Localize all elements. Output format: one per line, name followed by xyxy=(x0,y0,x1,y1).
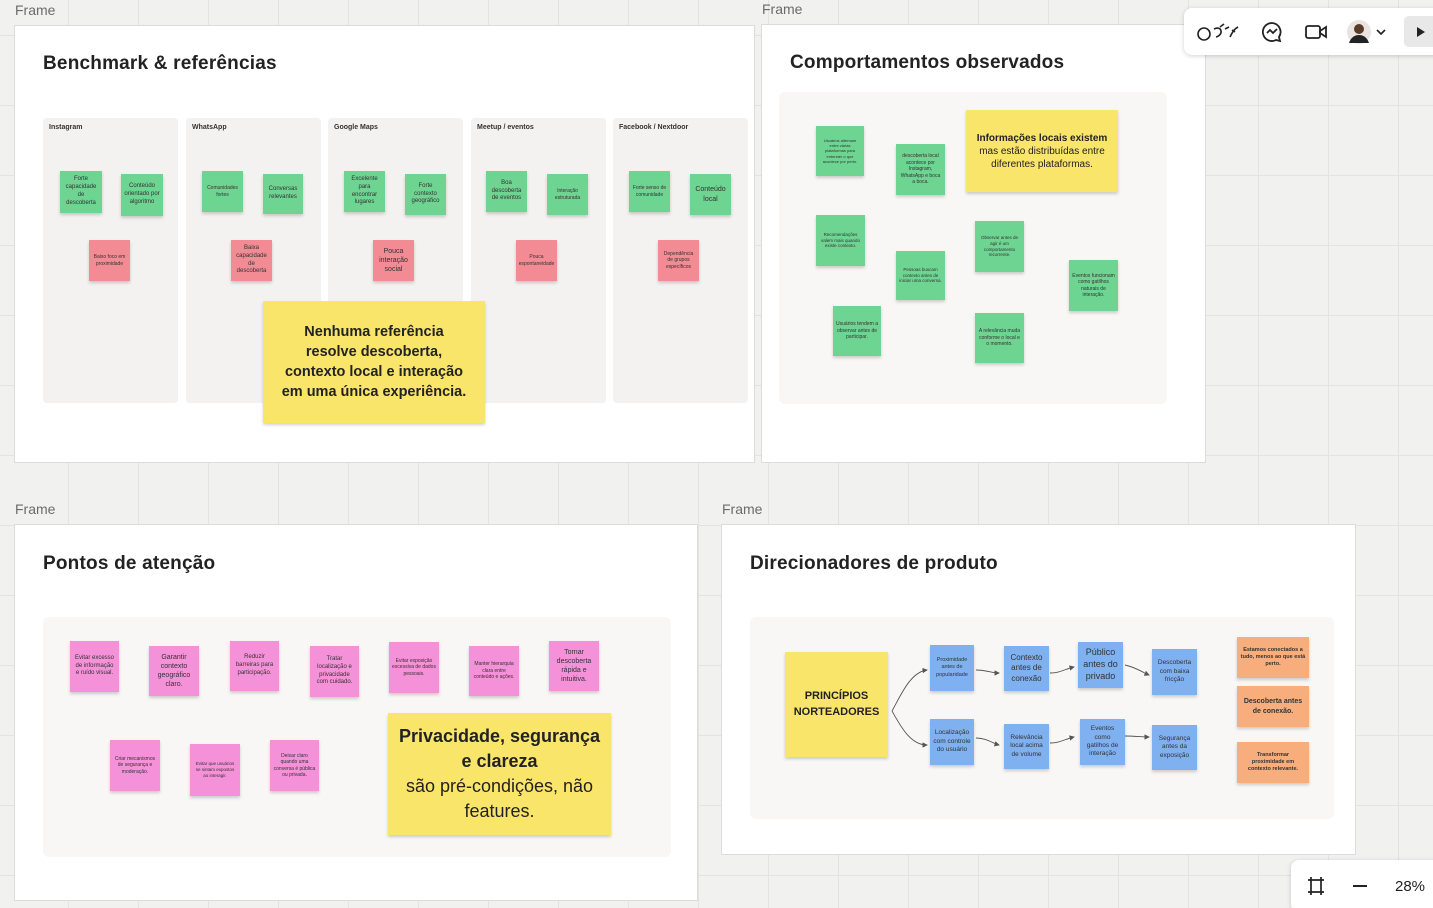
sticky-note[interactable]: descoberta local acontece por Instagram,… xyxy=(896,144,945,195)
sticky-note[interactable]: Conteúdo orientado por algoritmo xyxy=(121,174,163,216)
sticky-note[interactable]: Baixa capacidade de descoberta xyxy=(231,240,272,281)
sticky-note[interactable]: Forte senso de comunidade xyxy=(629,171,670,212)
zoom-out-icon[interactable] xyxy=(1347,860,1373,908)
frame-title: Comportamentos observados xyxy=(790,52,1065,73)
flow-connectors xyxy=(891,664,1150,748)
zoom-controls: 28% xyxy=(1291,860,1433,908)
sticky-note[interactable]: Usuários tendem a observar antes de part… xyxy=(833,306,881,356)
outcome-sticky[interactable]: Descoberta antes de conexão. xyxy=(1237,686,1309,727)
behaviors-board: Usuários alternam entre várias plataform… xyxy=(779,92,1167,404)
sticky-note[interactable]: Garantir contexto geográfico claro. xyxy=(149,646,199,696)
frame-drivers[interactable]: Direcionadores de produto PRINCÍPIOS NOR… xyxy=(721,524,1356,855)
sticky-note[interactable]: Conteúdo local xyxy=(690,174,731,215)
highlight-bold-text: Privacidade, segurança e clareza xyxy=(398,725,601,771)
frame-title: Pontos de atenção xyxy=(43,553,216,574)
column-title: Google Maps xyxy=(334,124,378,131)
frame-label[interactable]: Frame xyxy=(762,1,803,17)
highlight-bold-text: Informações locais existem xyxy=(976,132,1108,144)
chevron-down-icon[interactable] xyxy=(1374,8,1388,55)
highlight-sticky[interactable]: Privacidade, segurança e clareza são pré… xyxy=(388,713,611,835)
flow-step[interactable]: Eventos como gatilhos de interação xyxy=(1080,719,1125,765)
outcome-sticky[interactable]: Transformar proximidade em contexto rele… xyxy=(1237,742,1309,783)
highlight-sticky[interactable]: Nenhuma referência resolve descoberta, c… xyxy=(263,301,485,423)
frame-benchmark[interactable]: Benchmark & referências Instagram WhatsA… xyxy=(14,25,755,463)
sticky-note[interactable]: Manter hierarquia clara entre conteúdo e… xyxy=(469,646,519,696)
sticky-note[interactable]: Conversas relevantes xyxy=(263,174,303,214)
collaboration-toolbar xyxy=(1184,8,1433,55)
flow-step[interactable]: Relevância local acima de volume xyxy=(1004,724,1049,769)
column-title: Facebook / Nextdoor xyxy=(619,124,689,131)
benchmark-board: Instagram WhatsApp Google Maps Meetup / … xyxy=(43,118,750,403)
drivers-board: PRINCÍPIOS NORTEADORES Proximidade antes… xyxy=(750,617,1334,819)
sticky-note[interactable]: Criar mecanismos de segurança e moderaçã… xyxy=(110,740,160,791)
sticky-note[interactable]: Interação estruturada xyxy=(547,174,588,215)
sticky-note[interactable]: Pessoas buscam contexto antes de iniciar… xyxy=(896,251,945,300)
sticky-note[interactable]: Evitar exposição excessiva de dados pess… xyxy=(389,642,439,693)
flow-step[interactable]: Localização com controle do usuário xyxy=(930,719,974,765)
sticky-note[interactable]: Eventos funcionam como gatilhos naturais… xyxy=(1069,260,1118,311)
column-title: Meetup / eventos xyxy=(477,124,534,131)
sticky-note[interactable]: Pouca interação social xyxy=(373,240,414,281)
frame-title: Benchmark & referências xyxy=(43,53,277,74)
column-title: Instagram xyxy=(49,124,83,131)
sticky-note[interactable]: Pouca espontaneidade xyxy=(516,240,557,281)
sticky-note[interactable]: Evitar que usuários se sintam expostos a… xyxy=(190,744,240,796)
user-avatar[interactable] xyxy=(1344,8,1374,55)
column-title: WhatsApp xyxy=(192,124,227,131)
fit-to-screen-icon[interactable] xyxy=(1303,860,1329,908)
frame-label[interactable]: Frame xyxy=(722,501,763,517)
sticky-note[interactable]: Dependência de grupos específicos xyxy=(658,240,699,281)
sticky-note[interactable]: Usuários alternam entre várias plataform… xyxy=(816,126,864,176)
principles-sticky[interactable]: PRINCÍPIOS NORTEADORES xyxy=(785,652,888,757)
sticky-note[interactable]: Forte contexto geográfico xyxy=(405,174,446,215)
highlight-sticky[interactable]: Informações locais existem mas estão dis… xyxy=(966,110,1118,192)
highlight-text: mas estão distribuídas entre diferentes … xyxy=(979,145,1105,170)
sticky-note[interactable]: Deixar claro quando uma conversa é públi… xyxy=(270,740,319,791)
sticky-note[interactable]: A relevância muda conforme o local e o m… xyxy=(975,313,1024,363)
frame-label[interactable]: Frame xyxy=(15,501,56,517)
frame-attention[interactable]: Pontos de atenção Evitar excesso de info… xyxy=(14,524,698,901)
sticky-note[interactable]: Observar antes de agir é um comportament… xyxy=(975,221,1024,272)
play-icon xyxy=(1417,26,1425,37)
zoom-level[interactable]: 28% xyxy=(1394,877,1426,895)
comment-icon[interactable] xyxy=(1256,8,1288,55)
flow-step[interactable]: Descoberta com baixa fricção xyxy=(1152,649,1197,695)
sticky-note[interactable]: Excelente para encontrar lugares xyxy=(344,171,385,212)
flow-step[interactable]: Público antes do privado xyxy=(1078,642,1123,688)
flow-step[interactable]: Contexto antes de conexão xyxy=(1004,646,1049,691)
frame-behaviors[interactable]: Comportamentos observados Usuários alter… xyxy=(761,24,1206,463)
outcome-sticky[interactable]: Estamos conectados a tudo, menos ao que … xyxy=(1237,637,1309,678)
sticky-note[interactable]: Recomendações valem mais quando existe c… xyxy=(816,215,865,266)
reactions-icon[interactable] xyxy=(1194,8,1242,55)
flow-step[interactable]: Segurança antes da exposição xyxy=(1152,725,1197,770)
frame-label[interactable]: Frame xyxy=(15,2,56,18)
highlight-text: são pré-condições, não features. xyxy=(405,776,594,822)
sticky-note[interactable]: Comunidades fortes xyxy=(202,171,243,212)
attention-board: Evitar excesso de informação e ruído vis… xyxy=(43,617,671,857)
frame-title: Direcionadores de produto xyxy=(750,553,998,574)
sticky-note[interactable]: Tratar localização e privacidade com cui… xyxy=(310,646,359,697)
video-camera-icon[interactable] xyxy=(1300,8,1332,55)
sticky-note[interactable]: Boa descoberta de eventos xyxy=(486,171,527,212)
sticky-note[interactable]: Tornar descoberta rápida e intuitiva. xyxy=(549,641,599,691)
sticky-note[interactable]: Forte capacidade de descoberta xyxy=(60,171,102,213)
present-button[interactable] xyxy=(1404,16,1433,47)
flow-step[interactable]: Proximidade antes de popularidade xyxy=(930,645,974,691)
sticky-note[interactable]: Reduzir barreiras para participação. xyxy=(230,641,279,691)
sticky-note[interactable]: Evitar excesso de informação e ruído vis… xyxy=(70,641,119,692)
sticky-note[interactable]: Baixo foco em proximidade xyxy=(89,240,130,281)
